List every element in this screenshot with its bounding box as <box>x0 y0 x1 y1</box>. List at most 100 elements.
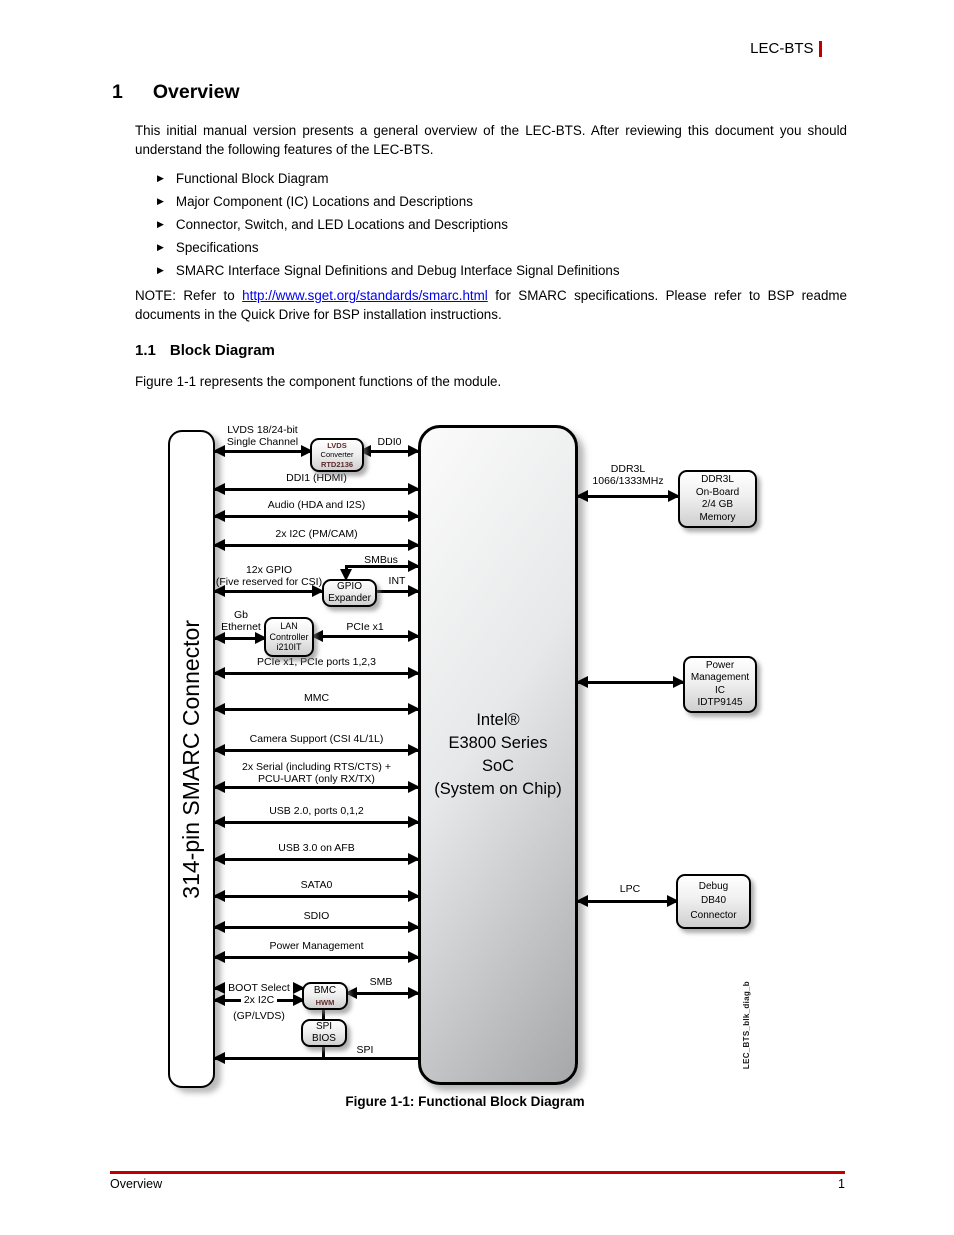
bullet-arrow-icon: ▶ <box>157 242 164 252</box>
header-red-bar <box>818 40 822 57</box>
soc-line4: (System on Chip) <box>434 780 562 798</box>
list-item-text: Major Component (IC) Locations and Descr… <box>175 194 473 209</box>
spi-label: SPI <box>356 1044 374 1056</box>
section-heading: 1.1 Block Diagram <box>135 342 275 359</box>
figure-watermark: LEC_BTS_blk_diag_b <box>741 980 751 1070</box>
i2c-gp-lvds-label: 2x I2C <box>215 994 303 1006</box>
lpc-line <box>576 895 679 907</box>
list-item-text: Specifications <box>175 240 259 255</box>
bus-sdio-line <box>213 921 420 933</box>
soc-line2: E3800 Series <box>448 734 548 752</box>
bus-ddi1-line <box>213 483 420 495</box>
chapter-title: Overview <box>152 81 240 103</box>
bus-audio-label: Audio (HDA and I2S) <box>267 499 366 511</box>
list-item: ▶ Connector, Switch, and LED Locations a… <box>157 213 620 236</box>
lvds-converter-box: LVDS Converter RTD2136 <box>310 438 364 472</box>
bus-i2c-pm-cam-label: 2x I2C (PM/CAM) <box>275 528 358 540</box>
page-footer: Overview 1 <box>110 1177 845 1191</box>
bullet-arrow-icon: ▶ <box>157 219 164 229</box>
section-number: 1.1 <box>135 342 156 359</box>
soc-box: Intel® E3800 Series SoC (System on Chip) <box>418 425 578 1085</box>
feature-list: ▶ Functional Block Diagram ▶ Major Compo… <box>157 167 620 282</box>
list-item: ▶ Major Component (IC) Locations and Des… <box>157 190 620 213</box>
bus-power-mgmt-line <box>213 951 420 963</box>
list-item-text: Functional Block Diagram <box>175 171 329 186</box>
bus-usb2-line <box>213 816 420 828</box>
bus-usb3-label: USB 3.0 on AFB <box>278 842 355 854</box>
spi-line <box>213 1052 418 1064</box>
smbus-drop-line <box>340 565 352 581</box>
ddr3l-memory-box: DDR3L On-Board 2/4 GB Memory <box>678 470 757 528</box>
smbus-label: SMBus <box>364 554 398 566</box>
int-line <box>376 585 420 597</box>
gpio-expander-box: GPIO Expander <box>322 579 377 607</box>
bus-ddi1-label: DDI1 (HDMI) <box>286 472 347 484</box>
gpio-bus-label: 12x GPIO (Five reserved for CSI) <box>215 564 323 588</box>
list-item: ▶ SMARC Interface Signal Definitions and… <box>157 259 620 282</box>
bus-serial-line <box>213 781 420 793</box>
list-item-text: Connector, Switch, and LED Locations and… <box>175 217 508 232</box>
list-item: ▶ Specifications <box>157 236 620 259</box>
gpio-bus-line <box>213 585 324 597</box>
bus-power-mgmt-label: Power Management <box>269 940 364 952</box>
lvds-bus-line <box>213 445 313 457</box>
smbus-line <box>346 560 420 572</box>
bus-audio-line <box>213 510 420 522</box>
bus-camera-label: Camera Support (CSI 4L/1L) <box>249 733 384 745</box>
ddi0-line <box>359 445 420 457</box>
header-product-name: LEC-BTS <box>750 40 814 57</box>
smarc-spec-link[interactable]: http://www.sget.org/standards/smarc.html <box>242 288 488 303</box>
figure-caption: Figure 1-1: Functional Block Diagram <box>345 1094 585 1109</box>
section-title: Block Diagram <box>169 342 275 359</box>
soc-line3: SoC <box>481 757 515 775</box>
bus-mmc-label: MMC <box>303 692 330 704</box>
note-paragraph: NOTE: Refer to http://www.sget.org/stand… <box>135 287 847 324</box>
bullet-arrow-icon: ▶ <box>157 173 164 183</box>
bus-usb3-line <box>213 853 420 865</box>
bus-i2c-pm-cam-line <box>213 539 420 551</box>
ddr3l-bus-line <box>576 490 680 502</box>
bullet-arrow-icon: ▶ <box>157 265 164 275</box>
bus-mmc-line <box>213 703 420 715</box>
list-item: ▶ Functional Block Diagram <box>157 167 620 190</box>
bmc-box: BMC HWM <box>302 982 348 1010</box>
page-header: LEC-BTS <box>750 40 822 57</box>
pmic-line <box>576 676 685 688</box>
bullet-arrow-icon: ▶ <box>157 196 164 206</box>
ddr3l-bus-label: DDR3L 1066/1333MHz <box>592 463 664 487</box>
functional-block-diagram: 314-pin SMARC Connector Intel® E3800 Ser… <box>0 418 954 1118</box>
bus-sdio-label: SDIO <box>303 910 330 922</box>
ddi0-label: DDI0 <box>377 436 402 448</box>
bus-serial-label: 2x Serial (including RTS/CTS) + PCU-UART… <box>242 761 391 785</box>
smb-label: SMB <box>369 976 393 988</box>
bus-pcie-ports-line <box>213 667 420 679</box>
smb-line <box>345 987 420 999</box>
bus-camera-line <box>213 744 420 756</box>
gp-lvds-sublabel: (GP/LVDS) <box>233 1010 285 1022</box>
note-suffix: for SMARC specifications. Please refer t… <box>135 288 847 322</box>
spi-bios-box: SPI BIOS <box>301 1019 347 1047</box>
pcie-lan-label: PCIe x1 <box>346 621 384 633</box>
pmic-box: Power Management IC IDTP9145 <box>683 656 757 713</box>
smarc-connector-box: 314-pin SMARC Connector <box>168 430 215 1088</box>
lpc-label: LPC <box>619 883 641 895</box>
gb-ethernet-label: Gb Ethernet <box>221 609 261 633</box>
boot-select-label: BOOT Select <box>215 982 303 994</box>
pcie-lan-line <box>311 630 420 642</box>
lvds-bus-label: LVDS 18/24-bit Single Channel <box>226 424 299 448</box>
int-label: INT <box>388 575 406 587</box>
section-paragraph: Figure 1-1 represents the component func… <box>135 374 502 389</box>
gb-ethernet-line <box>213 632 267 644</box>
footer-rule <box>110 1171 845 1174</box>
bus-pcie-ports-label: PCIe x1, PCIe ports 1,2,3 <box>256 656 377 668</box>
footer-section-name: Overview <box>110 1177 163 1191</box>
spibios-spi-link-line <box>322 1046 325 1059</box>
note-prefix: NOTE: Refer to <box>135 288 243 303</box>
soc-line1: Intel® <box>476 711 520 729</box>
bus-usb2-label: USB 2.0, ports 0,1,2 <box>269 805 364 817</box>
chapter-heading: 1 Overview <box>112 81 240 104</box>
bmc-spibios-link-line <box>322 1008 325 1021</box>
bus-sata0-line <box>213 890 420 902</box>
chapter-number: 1 <box>112 81 123 103</box>
